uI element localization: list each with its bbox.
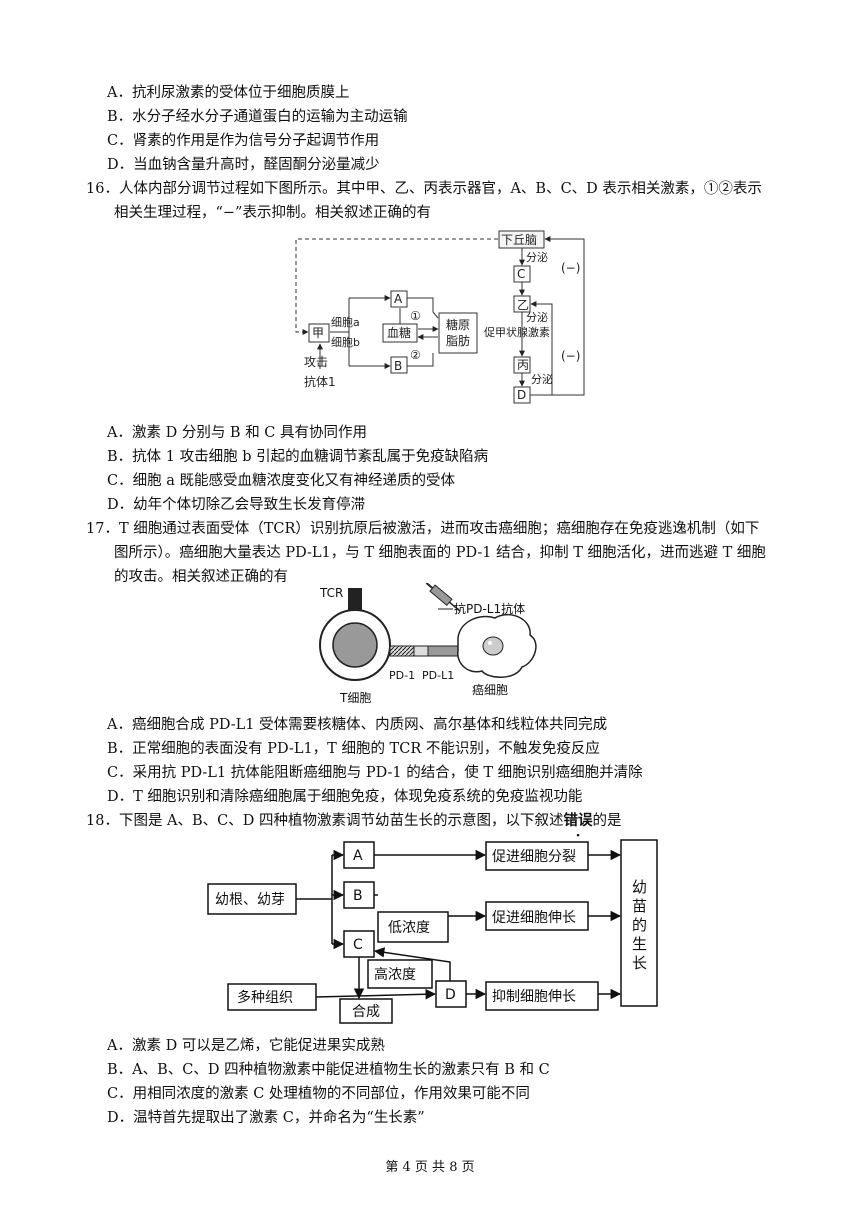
fat-label: 脂肪 <box>446 333 470 348</box>
cell-division-label: 促进细胞分裂 <box>492 849 576 865</box>
q15-option-c: C．肾素的作用是作为信号分子起调节作用 <box>107 133 380 149</box>
q16-stem-line2: 相关生理过程，“−”表示抑制。相关叙述正确的有 <box>114 205 431 221</box>
attack-label: 攻击 <box>304 355 328 369</box>
hormone-b-box: B <box>353 888 363 904</box>
hormone-d-label: D <box>517 388 526 402</box>
organ-bing-label: 丙 <box>517 358 529 372</box>
q15-option-b: B．水分子经水分子通道蛋白的运输为主动运输 <box>107 109 408 125</box>
tsh-label: 促甲状腺激素 <box>484 325 550 339</box>
q18-diagram: 幼根、幼芽 A B C D 低浓度 高浓度 多种组织 合成 促进细胞分裂 促进细… <box>207 839 658 1024</box>
inhibit-label-1: (−) <box>561 261 580 275</box>
inhibit-label-2: (−) <box>561 349 580 363</box>
q17-diagram: TCR 抗PD-L1抗体 PD-1 PD-L1 T细胞 癌细胞 <box>319 583 537 705</box>
q17-option-a: A．癌细胞合成 PD-L1 受体需要核糖体、内质网、高尔基体和线粒体共同完成 <box>107 717 608 733</box>
hormone-a-label: A <box>394 292 403 306</box>
q17-option-b: B．正常细胞的表面没有 PD-L1，T 细胞的 TCR 不能识别，不触发免疫反应 <box>107 741 600 757</box>
secrete-label-3: 分泌 <box>531 373 553 386</box>
q18-stem-pre: 18．下图是 A、B、C、D 四种植物激素调节幼苗生长的示意图，以下叙述 <box>86 813 564 829</box>
organ-jia-label: 甲 <box>312 326 324 340</box>
tissues-label: 多种组织 <box>237 989 293 1006</box>
hypothalamus-label: 下丘脑 <box>501 233 537 247</box>
q15-option-d: D．当血钠含量升高时，醛固酮分泌量减少 <box>107 157 380 173</box>
secrete-label-1: 分泌 <box>526 251 548 264</box>
process-1-label: ① <box>410 309 421 323</box>
cell-a-label: 细胞a <box>331 316 360 329</box>
page-footer: 第 4 页 共 8 页 <box>385 1160 475 1175</box>
q17-option-d: D．T 细胞识别和清除癌细胞属于细胞免疫，体现免疫系统的免疫监视功能 <box>107 789 583 805</box>
q16-diagram: 下丘脑 分泌 C 乙 分泌 促甲状腺激素 丙 分泌 D (−) (−) 甲 细胞… <box>295 230 585 404</box>
q18-option-c: C．用相同浓度的激素 C 处理植物的不同部位，作用效果可能不同 <box>107 1086 530 1102</box>
anti-pdl1-label: 抗PD-L1抗体 <box>454 601 525 616</box>
pdl1-label: PD-L1 <box>422 669 454 682</box>
cell-elongation-label: 促进细胞伸长 <box>492 910 576 926</box>
antibody1-label: 抗体1 <box>304 374 336 389</box>
root-bud-label: 幼根、幼芽 <box>215 892 285 908</box>
hormone-c-label: C <box>517 267 525 281</box>
q17-stem-line2: 图所示）。癌细胞大量表达 PD-L1，与 T 细胞表面的 PD-1 结合，抑制 … <box>114 545 766 561</box>
inhibit-elongation-label: 抑制细胞伸长 <box>492 989 576 1005</box>
hormone-a-box: A <box>353 848 363 864</box>
q18-option-d: D．温特首先提取出了激素 C，并命名为“生长素” <box>107 1110 425 1126</box>
q18-option-a: A．激素 D 可以是乙烯，它能促进果实成熟 <box>107 1038 385 1054</box>
process-2-label: ② <box>410 348 421 362</box>
seedling-growth-label: 幼苗的生长 <box>630 878 648 974</box>
organ-yi-label: 乙 <box>517 298 529 312</box>
q17-stem-line1: 17．T 细胞通过表面受体（TCR）识别抗原后被激活，进而攻击癌细胞；癌细胞存在… <box>86 521 760 537</box>
tcr-label: TCR <box>319 586 343 600</box>
q15-option-a: A．抗利尿激素的受体位于细胞质膜上 <box>107 85 350 101</box>
synthesis-label: 合成 <box>352 1004 380 1020</box>
q17-option-c: C．采用抗 PD-L1 抗体能阻断癌细胞与 PD-1 的结合，使 T 细胞识别癌… <box>107 765 643 781</box>
q16-option-c: C．细胞 a 既能感受血糖浓度变化又有神经递质的受体 <box>107 473 455 489</box>
q18-stem: 18．下图是 A、B、C、D 四种植物激素调节幼苗生长的示意图，以下叙述错误的是 <box>86 811 622 831</box>
pd1-label: PD-1 <box>389 669 415 682</box>
glycogen-label: 糖原 <box>446 317 470 332</box>
q18-stem-post: 的是 <box>592 813 622 829</box>
hormone-c-box: C <box>353 937 363 953</box>
secrete-label-2: 分泌 <box>526 311 548 324</box>
q16-option-b: B．抗体 1 攻击细胞 b 引起的血糖调节紊乱属于免疫缺陷病 <box>107 449 489 465</box>
q18-option-b: B．A、B、C、D 四种植物激素中能促进植物生长的激素只有 B 和 C <box>107 1062 550 1078</box>
q18-stem-emphasis: 错误 <box>564 812 593 829</box>
hormone-b-label: B <box>394 359 402 373</box>
q16-option-d: D．幼年个体切除乙会导致生长发育停滞 <box>107 497 366 513</box>
high-concentration-label: 高浓度 <box>374 966 416 983</box>
q16-stem-line1: 16．人体内部分调节过程如下图所示。其中甲、乙、丙表示器官，A、B、C、D 表示… <box>86 181 762 197</box>
q17-stem-line3: 的攻击。相关叙述正确的有 <box>114 569 288 585</box>
cancer-cell-label: 癌细胞 <box>472 682 508 697</box>
q16-option-a: A．激素 D 分别与 B 和 C 具有协同作用 <box>107 425 368 441</box>
hormone-d-box: D <box>445 987 456 1003</box>
low-concentration-label: 低浓度 <box>388 920 430 936</box>
cell-b-label: 细胞b <box>331 336 360 349</box>
blood-sugar-label: 血糖 <box>387 325 411 340</box>
tcell-label: T细胞 <box>339 691 371 705</box>
